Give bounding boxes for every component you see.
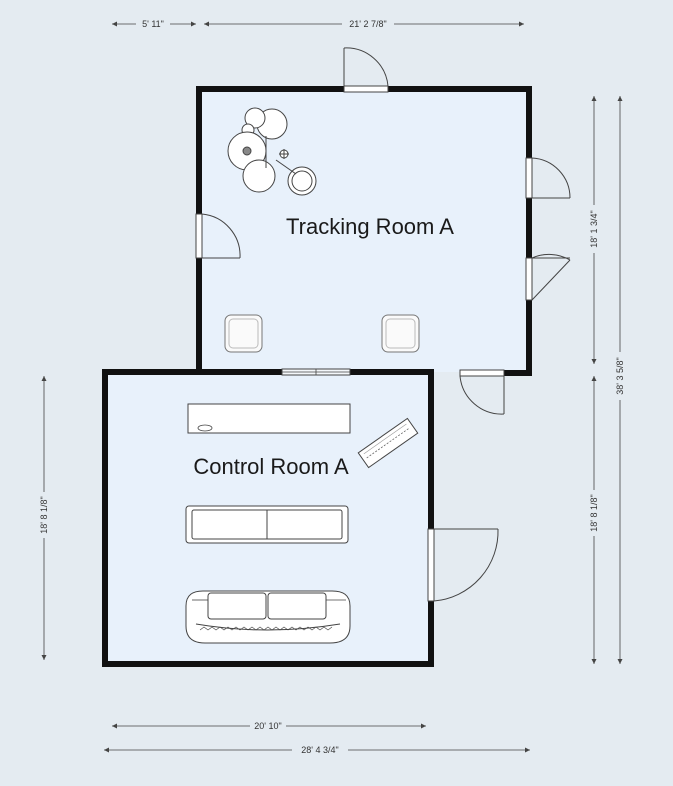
- control-room-walls: [102, 369, 434, 667]
- control-room-label: Control Room A: [193, 454, 349, 479]
- door-control-right[interactable]: [427, 528, 499, 602]
- door-tracking-left[interactable]: [195, 213, 241, 259]
- door-tracking-right-upper[interactable]: [525, 157, 571, 199]
- dim-left: 18' 8 1/8": [39, 496, 49, 533]
- dim-bottom-inner: 20' 10": [254, 721, 281, 731]
- drum-kit-icon: [227, 107, 317, 196]
- dim-arrows: [41, 21, 623, 753]
- door-top[interactable]: [343, 47, 389, 93]
- dim-right-total: 38' 3 5/8": [615, 357, 625, 394]
- dim-right-lower: 18' 8 1/8": [589, 494, 599, 531]
- sofa-icon: [185, 505, 349, 544]
- couch-icon: [185, 590, 351, 644]
- door-tracking-right-lower[interactable]: [525, 253, 571, 301]
- dim-top-left: 5' 11": [142, 19, 164, 29]
- stool-right: [381, 314, 420, 353]
- dim-top-right: 21' 2 7/8": [349, 19, 386, 29]
- keyboard-icon: [357, 417, 419, 469]
- tracking-room-label: Tracking Room A: [286, 214, 454, 239]
- stool-left: [224, 314, 263, 353]
- mixing-desk: [187, 403, 351, 434]
- window: [281, 368, 351, 376]
- dim-right-upper: 18' 1 3/4": [589, 210, 599, 247]
- door-corner[interactable]: [459, 369, 505, 415]
- tracking-room-walls: [196, 86, 532, 376]
- dim-bottom-total: 28' 4 3/4": [301, 745, 338, 755]
